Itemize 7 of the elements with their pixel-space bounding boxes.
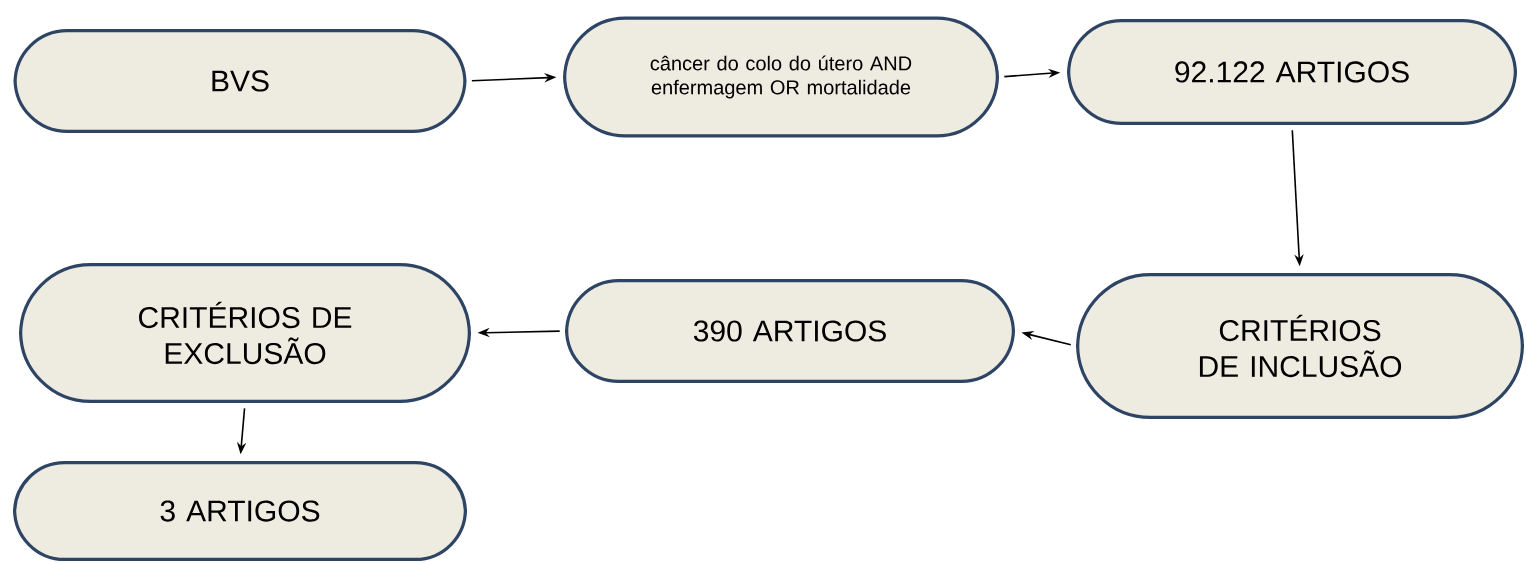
process-box: 92.122 ARTIGOS: [1067, 19, 1517, 125]
process-box: câncer do colo do útero AND enfermagem OR mortalidade: [563, 16, 999, 138]
process-box: CRITÉRIOS DE INCLUSÃO: [1076, 273, 1524, 419]
process-box: 3 ARTIGOS: [13, 461, 467, 561]
process-box: CRITÉRIOS DE EXCLUSÃO: [19, 263, 471, 403]
process-box: 390 ARTIGOS: [565, 279, 1015, 383]
process-box: BVS: [13, 29, 467, 133]
